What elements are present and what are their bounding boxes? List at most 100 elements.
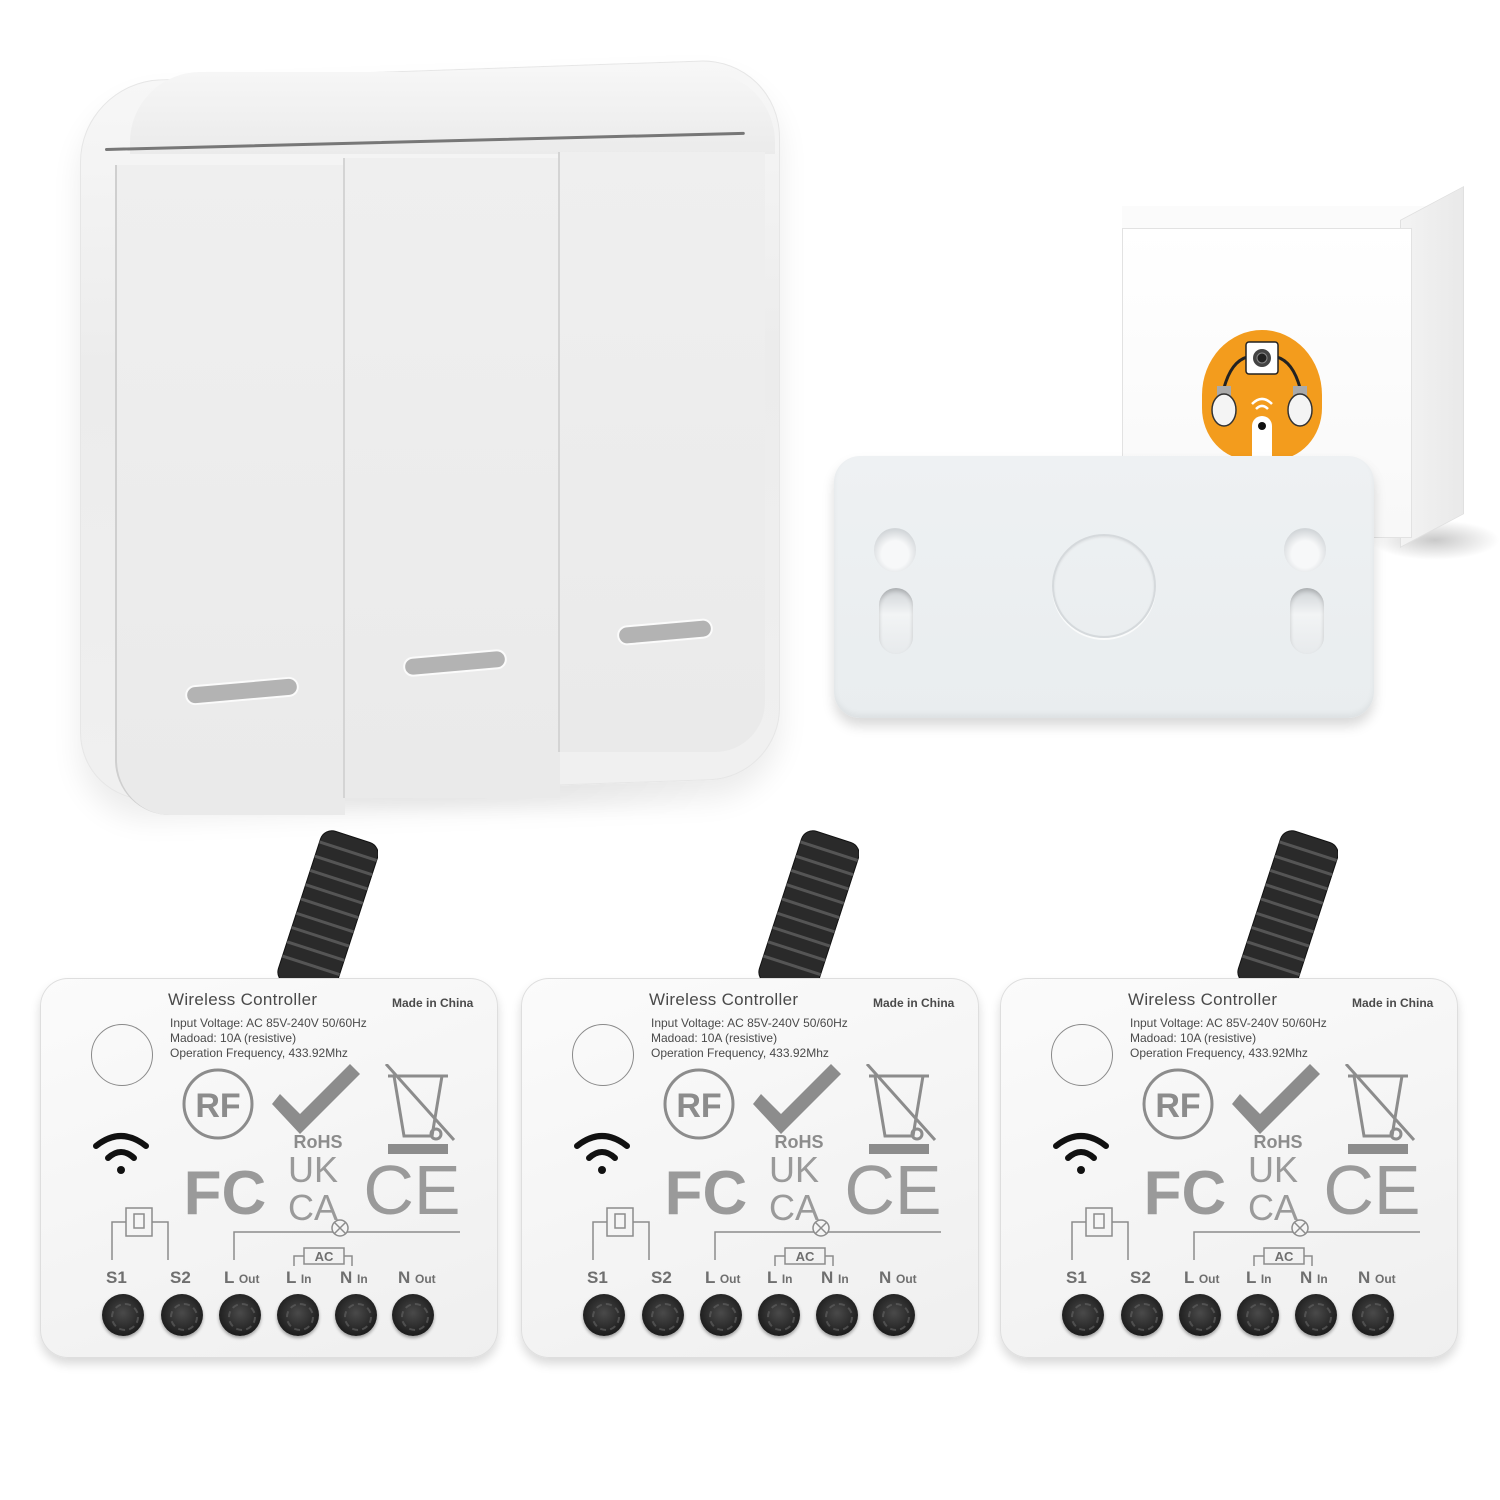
terminal-screw-s2[interactable] — [1121, 1294, 1163, 1336]
pairing-button[interactable] — [572, 1024, 634, 1086]
rf-logo-icon: RF — [182, 1068, 254, 1140]
rohs-check-icon: RoHS — [272, 1064, 360, 1152]
rf-logo-icon: RF — [1142, 1068, 1214, 1140]
svg-text:RoHS: RoHS — [1254, 1132, 1303, 1152]
switch-button-1[interactable] — [115, 165, 345, 815]
terminal-screw-l-in[interactable] — [1237, 1294, 1279, 1336]
terminal-label-l-out: L Out — [1184, 1268, 1220, 1287]
terminal-label-n-in: N In — [821, 1268, 849, 1287]
wireless-signal-icon — [1053, 1133, 1109, 1174]
spec-input-voltage: Input Voltage: AC 85V-240V 50/60Hz — [651, 1016, 848, 1030]
spec-frequency: Operation Frequency, 433.92Mhz — [651, 1046, 829, 1060]
fc-logo-icon: FC — [184, 1159, 267, 1224]
terminal-screw-n-out[interactable] — [1352, 1294, 1394, 1336]
spec-frequency: Operation Frequency, 433.92Mhz — [1130, 1046, 1308, 1060]
terminal-screw-n-out[interactable] — [392, 1294, 434, 1336]
light-bulb-icon — [1211, 386, 1237, 427]
module-origin: Made in China — [392, 996, 474, 1010]
terminal-screw-n-in[interactable] — [816, 1294, 858, 1336]
terminal-screw-l-in[interactable] — [758, 1294, 800, 1336]
terminal-label-l-in: L In — [767, 1268, 793, 1287]
svg-text:RF: RF — [1155, 1087, 1200, 1125]
svg-text:RF: RF — [676, 1087, 721, 1125]
terminal-label-s2: S2 — [170, 1268, 191, 1287]
terminal-screw-l-out[interactable] — [700, 1294, 742, 1336]
ukca-logo-bottom: CA — [288, 1187, 338, 1224]
switch-button-2[interactable] — [343, 158, 560, 798]
terminal-screw-n-in[interactable] — [335, 1294, 377, 1336]
svg-text:AC: AC — [1275, 1249, 1294, 1264]
module-origin: Made in China — [1352, 996, 1434, 1010]
screw-slot-left — [879, 588, 913, 654]
wiring-illustration-icon — [1211, 341, 1313, 460]
module-origin: Made in China — [873, 996, 955, 1010]
spec-max-load: Madoad: 10A (resistive) — [1130, 1031, 1257, 1045]
svg-text:RoHS: RoHS — [775, 1132, 824, 1152]
terminal-screw-s2[interactable] — [642, 1294, 684, 1336]
mount-center-ring — [1052, 534, 1156, 638]
terminal-label-s2: S2 — [1130, 1268, 1151, 1287]
svg-text:RF: RF — [195, 1087, 240, 1125]
ukca-logo-bottom: CA — [1248, 1187, 1298, 1224]
terminal-screw-l-out[interactable] — [1179, 1294, 1221, 1336]
terminal-screw-s2[interactable] — [161, 1294, 203, 1336]
terminal-screw-n-out[interactable] — [873, 1294, 915, 1336]
ukca-logo-top: UK — [1248, 1149, 1298, 1190]
wireless-controller-module-1: Wireless Controller Made in China Input … — [40, 830, 500, 1358]
ukca-logo-bottom: CA — [769, 1187, 819, 1224]
terminal-label-n-in: N In — [1300, 1268, 1328, 1287]
screw-slot-right — [1290, 588, 1324, 654]
weee-bar-icon — [1348, 1144, 1408, 1154]
terminal-screw-s1[interactable] — [102, 1294, 144, 1336]
spec-max-load: Madoad: 10A (resistive) — [170, 1031, 297, 1045]
weee-bin-icon — [1344, 1064, 1416, 1142]
terminal-screw-s1[interactable] — [1062, 1294, 1104, 1336]
terminal-screw-s1[interactable] — [583, 1294, 625, 1336]
terminal-screw-l-out[interactable] — [219, 1294, 261, 1336]
module-title: Wireless Controller — [1128, 990, 1278, 1009]
weee-bar-icon — [869, 1144, 929, 1154]
package-badge — [1202, 330, 1322, 460]
spec-max-load: Madoad: 10A (resistive) — [651, 1031, 778, 1045]
signal-icon — [1251, 397, 1273, 410]
wireless-signal-icon — [574, 1133, 630, 1174]
svg-text:RoHS: RoHS — [294, 1132, 343, 1152]
terminal-screw-l-in[interactable] — [277, 1294, 319, 1336]
light-bulb-icon — [1287, 386, 1313, 427]
terminal-label-l-out: L Out — [224, 1268, 260, 1287]
module-title: Wireless Controller — [168, 990, 318, 1009]
ce-logo-icon: CE — [1323, 1151, 1420, 1224]
coiled-antenna-icon — [758, 830, 859, 1003]
terminal-label-l-out: L Out — [705, 1268, 741, 1287]
terminal-label-s2: S2 — [651, 1268, 672, 1287]
module-body: Wireless Controller Made in China Input … — [40, 978, 498, 1358]
fc-logo-icon: FC — [665, 1159, 748, 1224]
ukca-logo-top: UK — [288, 1149, 338, 1190]
terminal-label-s1: S1 — [587, 1268, 608, 1287]
remote-icon — [1252, 416, 1272, 460]
wiring-diagram-icon: AC — [1071, 1207, 1420, 1266]
terminal-screw-n-in[interactable] — [1295, 1294, 1337, 1336]
wiring-diagram-icon: AC — [592, 1207, 941, 1266]
wireless-signal-icon — [93, 1133, 149, 1174]
terminal-label-s1: S1 — [1066, 1268, 1087, 1287]
terminal-label-n-out: N Out — [1358, 1268, 1396, 1287]
spec-frequency: Operation Frequency, 433.92Mhz — [170, 1046, 348, 1060]
module-body: Wireless Controller Made in China Input … — [521, 978, 979, 1358]
switch-button-3[interactable] — [558, 152, 765, 752]
fc-logo-icon: FC — [1144, 1159, 1227, 1224]
ce-logo-icon: CE — [363, 1151, 460, 1224]
screw-hole-left — [874, 528, 916, 572]
module-body: Wireless Controller Made in China Input … — [1000, 978, 1458, 1358]
weee-bar-icon — [388, 1144, 448, 1154]
rohs-check-icon: RoHS — [753, 1064, 841, 1152]
terminal-label-n-out: N Out — [879, 1268, 917, 1287]
wireless-controller-module-3: Wireless Controller Made in China Input … — [1000, 830, 1460, 1358]
spec-input-voltage: Input Voltage: AC 85V-240V 50/60Hz — [170, 1016, 367, 1030]
module-title: Wireless Controller — [649, 990, 799, 1009]
pairing-button[interactable] — [1051, 1024, 1113, 1086]
svg-text:AC: AC — [315, 1249, 334, 1264]
terminal-label-n-in: N In — [340, 1268, 368, 1287]
pairing-button[interactable] — [91, 1024, 153, 1086]
svg-text:AC: AC — [796, 1249, 815, 1264]
